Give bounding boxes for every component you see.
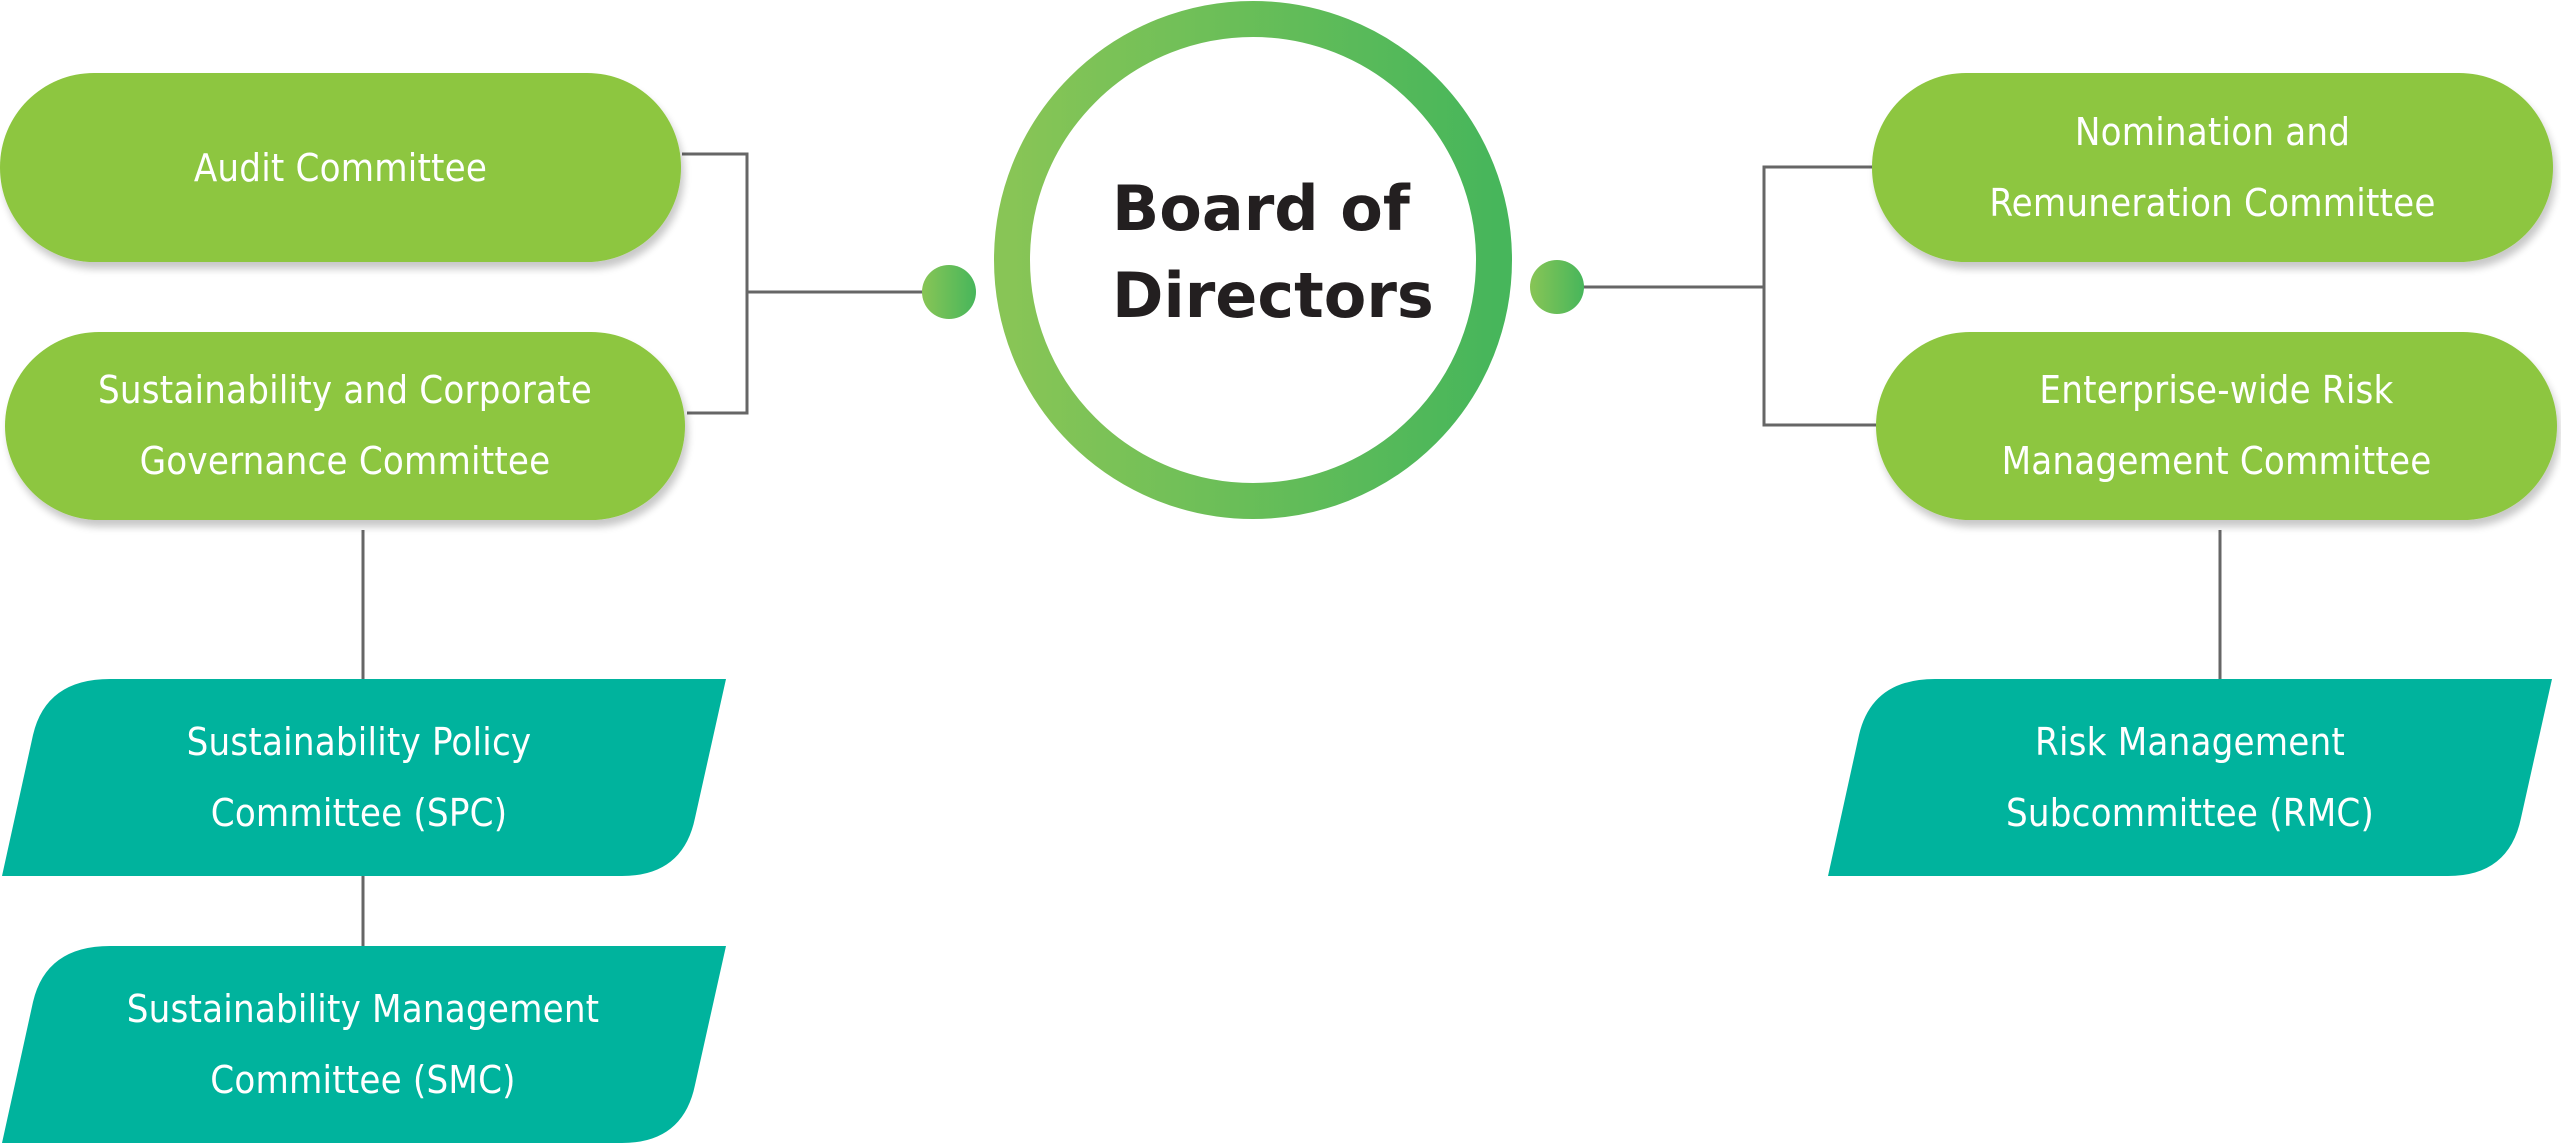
- spc-line-2: Committee (SPC): [210, 790, 508, 835]
- connector-right-bracket: [1762, 165, 1876, 427]
- rmc-subcommittee-label[interactable]: Risk Management Subcommittee (RMC): [1828, 679, 2552, 876]
- audit-committee-label[interactable]: Audit Committee: [0, 73, 681, 262]
- smc-line-1: Sustainability Management: [126, 986, 600, 1031]
- scg-committee-shape[interactable]: [5, 332, 685, 520]
- connector-dot-left: [922, 265, 976, 319]
- board-label-line-1: Board of: [1112, 172, 1410, 245]
- rmc-subcommittee-shape[interactable]: [1828, 679, 2552, 876]
- subcommittee-shapes: [2, 679, 2552, 1143]
- audit-committee-shape[interactable]: [0, 73, 681, 262]
- ewr-committee-shape[interactable]: [1876, 332, 2557, 520]
- committee-pills: [0, 73, 2557, 520]
- spc-subcommittee-label[interactable]: Sustainability Policy Committee (SPC): [0, 679, 718, 876]
- connector-dot-right: [1530, 260, 1584, 314]
- connector-left-bracket: [682, 152, 749, 415]
- spc-line-1: Sustainability Policy: [186, 719, 532, 764]
- rmc-line-2: Subcommittee (RMC): [2005, 790, 2375, 835]
- scg-committee-label[interactable]: Sustainability and Corporate Governance …: [5, 332, 685, 520]
- nrc-committee-line-1: Nomination and: [2074, 109, 2351, 154]
- scg-committee-line-1: Sustainability and Corporate: [97, 368, 592, 412]
- nrc-committee-line-2: Remuneration Committee: [1989, 180, 2436, 225]
- smc-line-2: Committee (SMC): [210, 1057, 516, 1102]
- ewr-committee-line-2: Management Committee: [2001, 439, 2432, 483]
- scg-committee-line-2: Governance Committee: [139, 439, 551, 483]
- connector-lines: [361, 152, 2222, 946]
- nrc-committee-label[interactable]: Nomination and Remuneration Committee: [1872, 73, 2553, 262]
- nrc-committee-shape[interactable]: [1872, 73, 2553, 262]
- ewr-committee-line-1: Enterprise-wide Risk: [2039, 368, 2394, 412]
- board-of-directors-label[interactable]: Board of Directors: [1040, 165, 1466, 339]
- spc-subcommittee-shape[interactable]: [2, 679, 726, 876]
- smc-subcommittee-shape[interactable]: [2, 946, 726, 1143]
- audit-committee-line-1: Audit Committee: [193, 145, 488, 190]
- rmc-line-1: Risk Management: [2035, 719, 2345, 764]
- board-label-line-2: Directors: [1112, 259, 1434, 332]
- board-of-directors-ring: [994, 1, 1512, 519]
- ewr-committee-label[interactable]: Enterprise-wide Risk Management Committe…: [1876, 332, 2557, 520]
- smc-subcommittee-label[interactable]: Sustainability Management Committee (SMC…: [0, 946, 726, 1143]
